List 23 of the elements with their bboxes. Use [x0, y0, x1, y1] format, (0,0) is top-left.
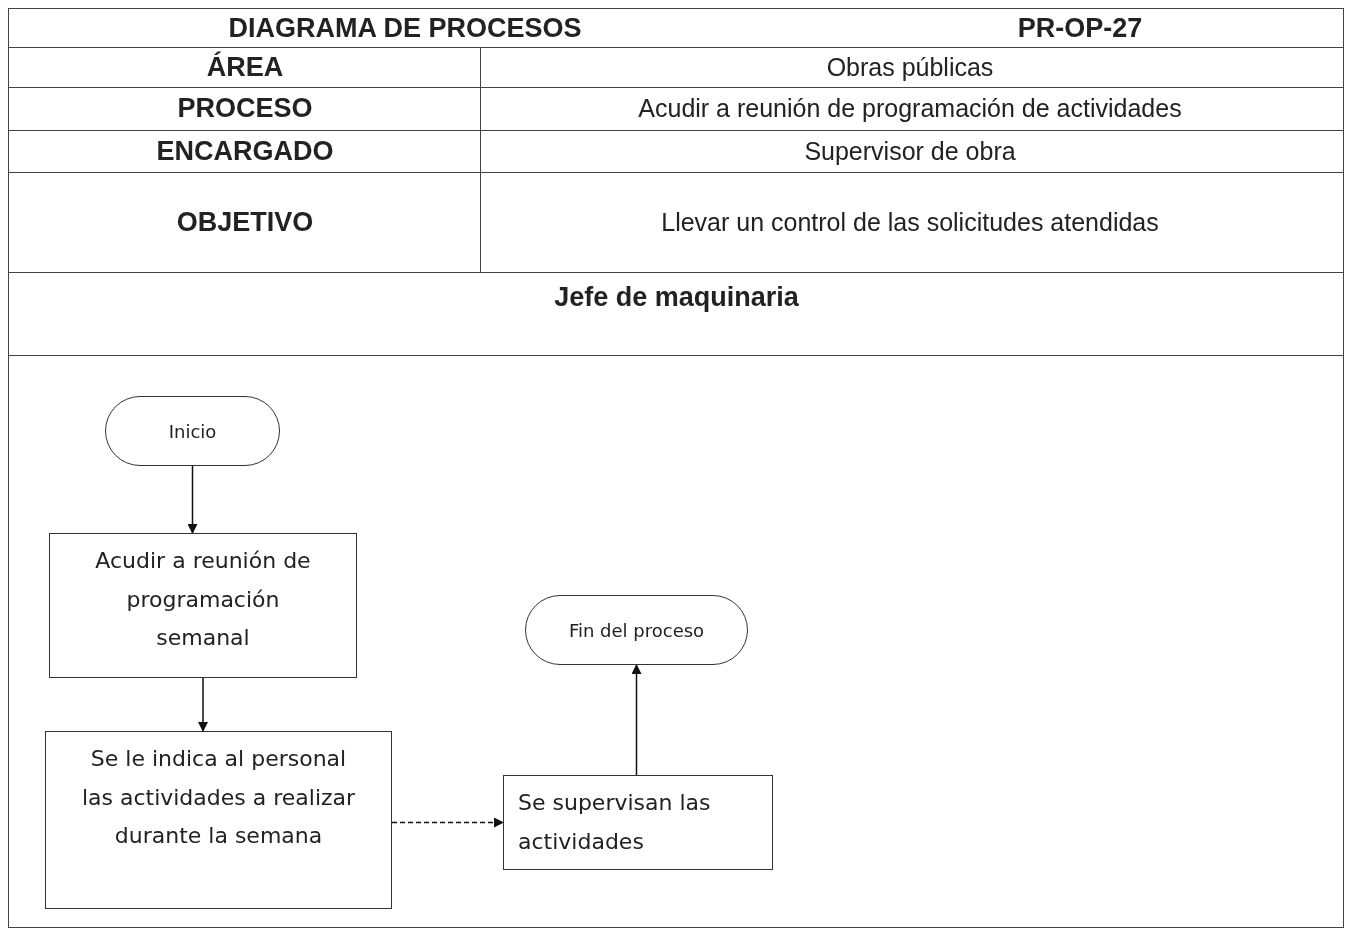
- row-header: ÁREA: [206, 51, 284, 83]
- arrow: [187, 465, 198, 534]
- row-header: OBJETIVO: [176, 206, 314, 238]
- process-box: [49, 533, 357, 678]
- arrow: [198, 677, 208, 732]
- table-cell-text: Llevar un control de las solicitudes atendidas: [661, 207, 1159, 237]
- step-text: Fin del proceso: [568, 619, 705, 641]
- process-box: [503, 775, 773, 870]
- arrow: [391, 817, 504, 828]
- title: DIAGRAMA DE PROCESOS: [228, 13, 582, 44]
- step-text: Acudir a reunión de programación semanal: [94, 547, 312, 652]
- row-header: ENCARGADO: [156, 135, 334, 167]
- step-text: Inicio: [168, 420, 217, 442]
- arrow: [631, 664, 642, 776]
- table-cell-text: Acudir a reunión de programación de actividades: [638, 94, 1182, 123]
- lane-heading: Jefe de maquinaria: [554, 281, 799, 313]
- step-text: Se supervisan las actividades: [518, 789, 712, 856]
- table-cell-text: Obras públicas: [826, 52, 994, 82]
- process-box: [45, 731, 392, 909]
- table-cell-text: Supervisor de obra: [804, 136, 1016, 166]
- row-header: PROCESO: [177, 93, 313, 124]
- document-code: PR-OP-27: [1017, 13, 1143, 44]
- step-text: Se le indica al personal las actividades a realizar durante la semana: [80, 745, 357, 850]
